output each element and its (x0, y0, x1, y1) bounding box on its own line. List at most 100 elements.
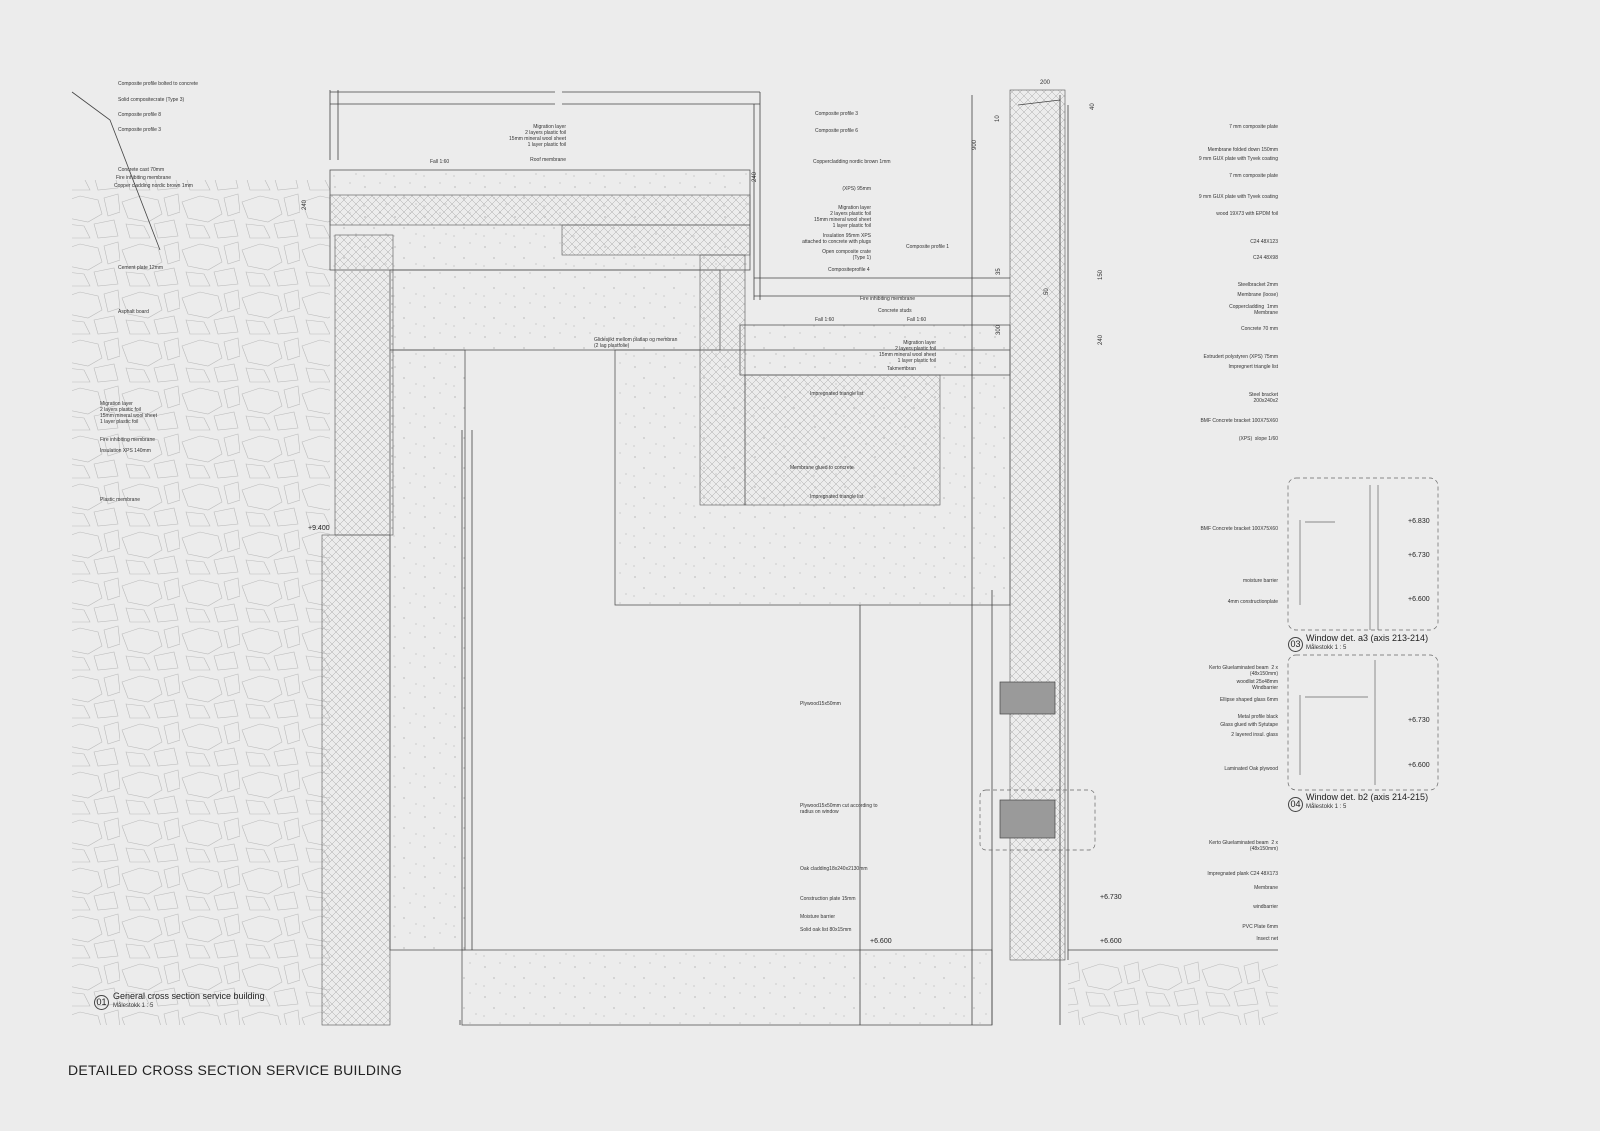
annotation-label: Composite profile bolted to concrete (118, 81, 199, 87)
annotation-label: Solid compositecrate (Type 3) (118, 97, 185, 103)
dimension-label: 50 (1044, 288, 1050, 295)
annotation-label: Asphalt board (118, 309, 149, 315)
annotation-label: 7 mm composite plate (1229, 124, 1278, 130)
outlines (71, 90, 1278, 1025)
annotation-label: Impregnated triangle list (810, 391, 864, 397)
dimension-label: 35 (996, 268, 1002, 275)
annotation-label: 9 mm GUX plate with Tyvek coating (1198, 194, 1278, 200)
annotation-label: Moisture barrier (800, 914, 836, 920)
detail-scale-01: Målestokk 1 : 5 (113, 1003, 154, 1009)
annotation-label: Coppercladding 1mm Membrane (1229, 304, 1278, 316)
annotation-label: Construction plate 15mm (800, 896, 856, 902)
annotation-label: Glass glued with Sytutape (1220, 722, 1278, 728)
annotation-label: Fall 1:60 (815, 317, 835, 323)
level-marker: +6.730 (1408, 552, 1430, 559)
annotation-label: 4mm constructionplate (1227, 599, 1278, 605)
annotation-label: Plywood15x50mm (800, 701, 841, 707)
dimension-label: 240 (1098, 334, 1104, 345)
annotation-label: Glidesjikt mellom platlap og membran (2 … (594, 337, 678, 349)
annotation-label: Concrete studs (878, 308, 912, 314)
detail-title-01: General cross section service building (113, 991, 265, 1001)
annotation-label: Insulation XPS 140mm (100, 448, 151, 454)
annotation-label: Open composite crate (Type 1) (822, 249, 871, 261)
level-marker: +6.730 (1100, 894, 1122, 901)
annotation-label: Fall 1:60 (907, 317, 927, 323)
level-marker: +6.730 (1408, 717, 1430, 724)
annotation-label: woodlist 25x48mm Windbarrier (1236, 679, 1278, 691)
annotation-label: Solid oak list 80x15mm (800, 927, 852, 933)
annotation-label: Copper cladding nordic brown 1mm (114, 183, 193, 189)
dimension-label: 240 (302, 199, 308, 210)
annotation-label: 7 mm composite plate (1229, 173, 1278, 179)
detail-number-03: 03 (1288, 637, 1303, 652)
window-details (979, 477, 1439, 851)
annotation-label: Composite profile 3 (118, 127, 162, 133)
annotation-label: Migration layer 2 layers plastic foil 15… (814, 205, 871, 229)
annotation-label: (XPS) 95mm (842, 186, 871, 192)
annotation-label: Migration layer 2 layers plastic foil 15… (879, 340, 936, 364)
level-marker: +6.600 (870, 938, 892, 945)
dimension-label: 300 (996, 324, 1002, 335)
annotation-label: Membrane (loose) (1237, 292, 1278, 298)
detail-title-04: Window det. b2 (axis 214-215) (1306, 792, 1429, 802)
annotation-label: Impregnated triangle list (810, 494, 864, 500)
annotation-label: C24 48X123 (1250, 239, 1278, 245)
annotation-label: Composite profile 6 (815, 128, 859, 134)
annotation-label: PVC Plate 6mm (1242, 924, 1278, 930)
annotation-label: Plywood15x50mm cut according to radius o… (800, 803, 878, 815)
annotation-label: Ellipse shaped glass 6mm (1219, 697, 1278, 703)
annotation-label: Membrane (1254, 885, 1278, 891)
kerto-beams (999, 681, 1056, 839)
annotation-label: Concrete 70 mm (1241, 326, 1278, 332)
annotation-label: BMF Concrete bracket 100X75X60 (1200, 526, 1278, 532)
annotation-label: Fire inhibiting membrane (100, 437, 156, 443)
annotation-label: Membrane folded down 150mm (1207, 147, 1278, 153)
annotation-label: Migration layer 2 layers plastic foil 15… (100, 401, 157, 425)
ground-stone (72, 180, 1278, 1025)
annotation-label: Compositeprofile 4 (828, 267, 870, 273)
annotation-label: Migration layer 2 layers plastic foil 15… (509, 124, 566, 148)
annotation-label: Composite profile 3 (815, 111, 859, 117)
level-marker: +6.600 (1408, 762, 1430, 769)
annotation-label: Composite profile 8 (118, 112, 162, 118)
annotation-label: Laminated Oak plywood (1224, 766, 1278, 772)
annotation-label: (XPS) slope 1/60 (1238, 436, 1278, 442)
annotation-label: Roof membrane (530, 157, 566, 163)
dimension-label: 200 (1040, 80, 1051, 86)
dimension-label: 900 (972, 139, 978, 150)
annotation-label: Fall 1:60 (430, 159, 450, 165)
annotation-label: 9 mm GUX plate with Tyvek coating (1198, 156, 1278, 162)
annotation-label: Takmembran (887, 366, 916, 372)
annotation-label: Kerto Gluelaminated beam 2 x (48x150mm) (1209, 665, 1278, 677)
detail-title-03: Window det. a3 (axis 213-214) (1306, 633, 1429, 643)
sheet-title: DETAILED CROSS SECTION SERVICE BUILDING (68, 1062, 403, 1078)
annotation-label: Metal profile black (1237, 714, 1278, 720)
annotation-label: Coppercladding nordic brown 1mm (813, 159, 891, 165)
annotation-label: Fire inhibiting membrane (860, 296, 916, 302)
level-marker: +6.600 (1100, 938, 1122, 945)
annotation-label: wood 19X73 with EPDM foil (1216, 211, 1278, 217)
annotation-label: Impregnated plank C24 48X173 (1207, 871, 1278, 877)
level-marker: +6.600 (1408, 596, 1430, 603)
annotation-label: Steel bracket 200x240x2 (1248, 392, 1278, 404)
dimension-label: 10 (995, 115, 1001, 122)
dimension-label: 150 (1098, 269, 1104, 280)
annotation-label: Fire inhibiting membrane (116, 175, 172, 181)
annotation-label: Plastic membrane (100, 497, 141, 503)
dimension-label: 40 (1090, 103, 1096, 110)
detail-scale-03: Målestokk 1 : 5 (1306, 645, 1347, 651)
annotation-label: Extrudert polystyren (XPS) 75mm (1203, 354, 1278, 360)
annotation-label: Insect net (1256, 936, 1278, 942)
annotation-label: 2 layered insul. glass (1231, 732, 1278, 738)
detail-number-01: 01 (94, 995, 109, 1010)
annotation-label: windbarrier (1253, 904, 1278, 910)
level-marker: +6.830 (1408, 518, 1430, 525)
annotation-label: Oak cladding18x240x2130mm (800, 866, 868, 872)
detail-number-04: 04 (1288, 797, 1303, 812)
annotation-label: Impregnert triangle list (1228, 364, 1278, 370)
annotation-label: Concrete cast 70mm (118, 167, 165, 173)
annotation-label: Kerto Gluelaminated beam 2 x (48x150mm) (1209, 840, 1278, 852)
level-marker: +9.400 (308, 525, 330, 532)
annotation-label: BMF Concrete bracket 100X75X60 (1200, 418, 1278, 424)
